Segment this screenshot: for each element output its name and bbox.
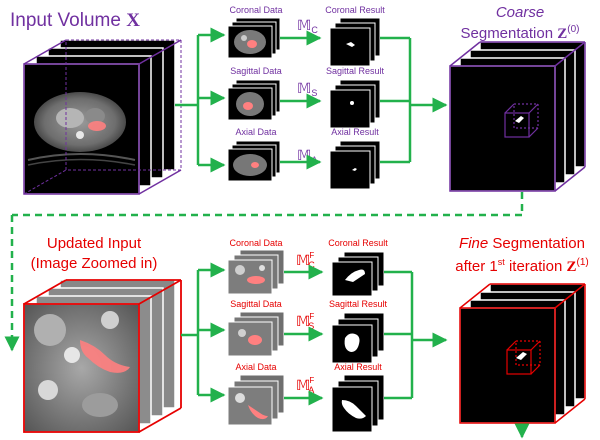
- stage2-model-arrows: [284, 264, 324, 406]
- stage1-sagittal-model-label: 𝕄S: [297, 80, 317, 98]
- stage1-split-arrows: [175, 27, 226, 173]
- coarse-roi-box: [504, 103, 539, 138]
- stage2-sagittal-result-label: Sagittal Result: [329, 299, 388, 309]
- stage1-sagittal-result-label: Sagittal Result: [326, 66, 385, 76]
- updated-input-stack: [23, 279, 176, 433]
- input-ct-slice-image: [27, 92, 136, 166]
- updated-input-title-line2: (Image Zoomed in): [31, 255, 158, 272]
- fine-title-line1: Fine Segmentation: [459, 235, 585, 252]
- stage1-axial-data-label: Axial Data: [235, 127, 276, 137]
- stage1-axial-data-thumb: [227, 140, 281, 182]
- stage1-model-arrows: [280, 30, 322, 170]
- stage1-sagittal-data-thumb: [227, 79, 281, 121]
- fine-segmentation-stack: [459, 283, 586, 424]
- stage2-split-arrows: [181, 262, 226, 403]
- zoomed-ct-image: [34, 311, 130, 417]
- stage2-merge-arrows: [384, 270, 448, 400]
- stage2-axial-result-thumb: [331, 374, 385, 433]
- stage1-axial-result-thumb: [329, 140, 381, 190]
- fine-segmentation-cube-outline: [459, 283, 586, 424]
- stage1-coronal-data-label: Coronal Data: [229, 5, 282, 15]
- updated-input-title-line1: Updated Input: [47, 235, 142, 252]
- stage2-sagittal-data-thumb: [227, 311, 285, 357]
- stage1-coronal-result-thumb: [329, 17, 381, 67]
- stage1-merge-arrows: [380, 36, 448, 164]
- stage1-coronal-model-label: 𝕄C: [297, 17, 318, 35]
- iteration-connector: [4, 192, 524, 352]
- fine-title-line2: after 1st iteration Z(1): [455, 257, 589, 275]
- coarse-segmentation-stack: [449, 41, 586, 192]
- stage1-sagittal-result-thumb: [329, 79, 381, 129]
- updated-input-cube-outline: [23, 279, 182, 433]
- fine-roi-box: [506, 340, 541, 375]
- input-volume-title: Input Volume X: [10, 10, 140, 31]
- stage2-coronal-data-label: Coronal Data: [229, 238, 282, 248]
- stage2-axial-data-label: Axial Data: [235, 362, 276, 372]
- stage2-coronal-result-label: Coronal Result: [328, 238, 388, 248]
- coarse-segmentation-cube-outline: [449, 41, 586, 192]
- coarse-title-line1: Coarse: [496, 4, 544, 21]
- stage2-sagittal-result-thumb: [331, 312, 385, 364]
- stage2-coronal-result-thumb: [331, 251, 385, 297]
- stage1-coronal-result-label: Coronal Result: [325, 5, 385, 15]
- stage2-axial-data-thumb: [227, 374, 285, 426]
- stage1-axial-result-label: Axial Result: [331, 127, 379, 137]
- stage2-coronal-data-thumb: [227, 249, 285, 295]
- stage1-sagittal-data-label: Sagittal Data: [230, 66, 282, 76]
- coarse-title-line2: Segmentation Z(0): [461, 24, 580, 42]
- stage2-sagittal-data-label: Sagittal Data: [230, 299, 282, 309]
- stage2-axial-result-label: Axial Result: [334, 362, 382, 372]
- stage1-coronal-data-thumb: [227, 17, 281, 59]
